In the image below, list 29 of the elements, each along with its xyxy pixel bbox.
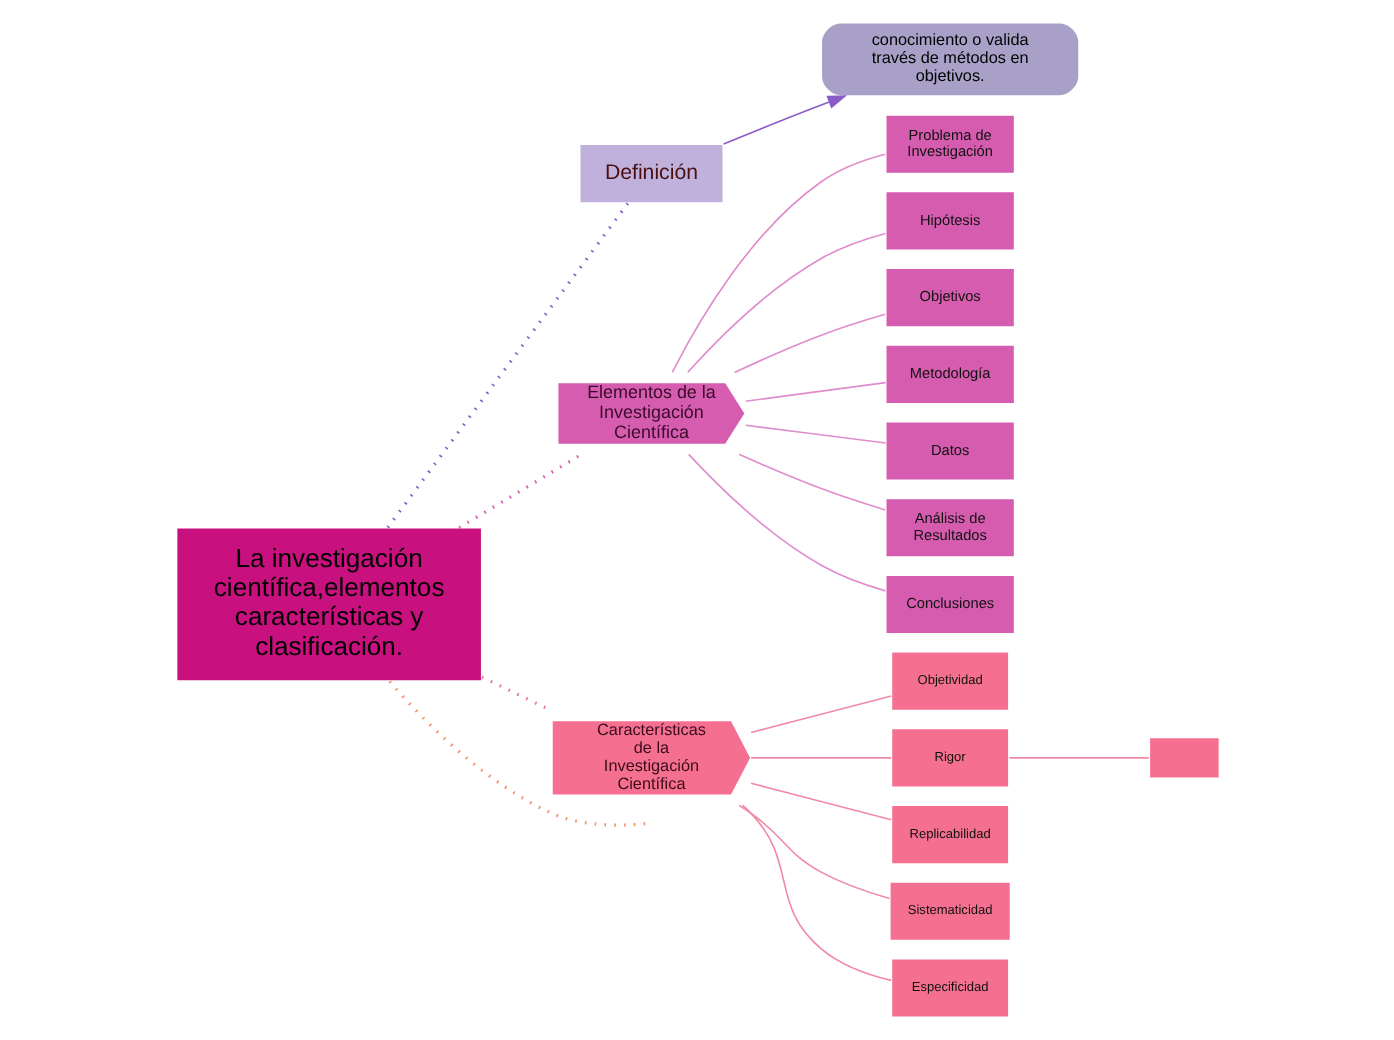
connector [737, 453, 886, 511]
connector [737, 804, 890, 900]
connector [457, 452, 582, 529]
connector [387, 680, 649, 827]
connector [686, 453, 886, 592]
node-box: Datos [883, 420, 1015, 482]
connector [749, 782, 892, 821]
node-box: Conclusiones [883, 574, 1015, 635]
node-box: Hipótesis [883, 190, 1015, 252]
connector [670, 153, 886, 374]
connector [743, 424, 886, 444]
connector [480, 675, 552, 713]
connector [686, 232, 886, 374]
connector [743, 381, 886, 403]
node-box: Análisis de Resultados [883, 497, 1015, 558]
node-box: conocimiento o valida través de métodos en objetivos. [819, 21, 1079, 97]
node-box [1147, 736, 1220, 780]
node-box: Problema de Investigación [883, 114, 1015, 175]
arrow [721, 95, 847, 145]
node-box: La investigación científica,elementos características y clasificación. [174, 526, 482, 682]
connector [749, 695, 892, 734]
node-box: Objetivos [883, 267, 1015, 328]
node-box: Definición [577, 143, 724, 204]
connector [740, 804, 892, 982]
connector [749, 757, 892, 759]
connector [732, 313, 885, 374]
node-box: Metodología [883, 344, 1015, 405]
connector [385, 202, 629, 529]
connector [1007, 757, 1149, 759]
